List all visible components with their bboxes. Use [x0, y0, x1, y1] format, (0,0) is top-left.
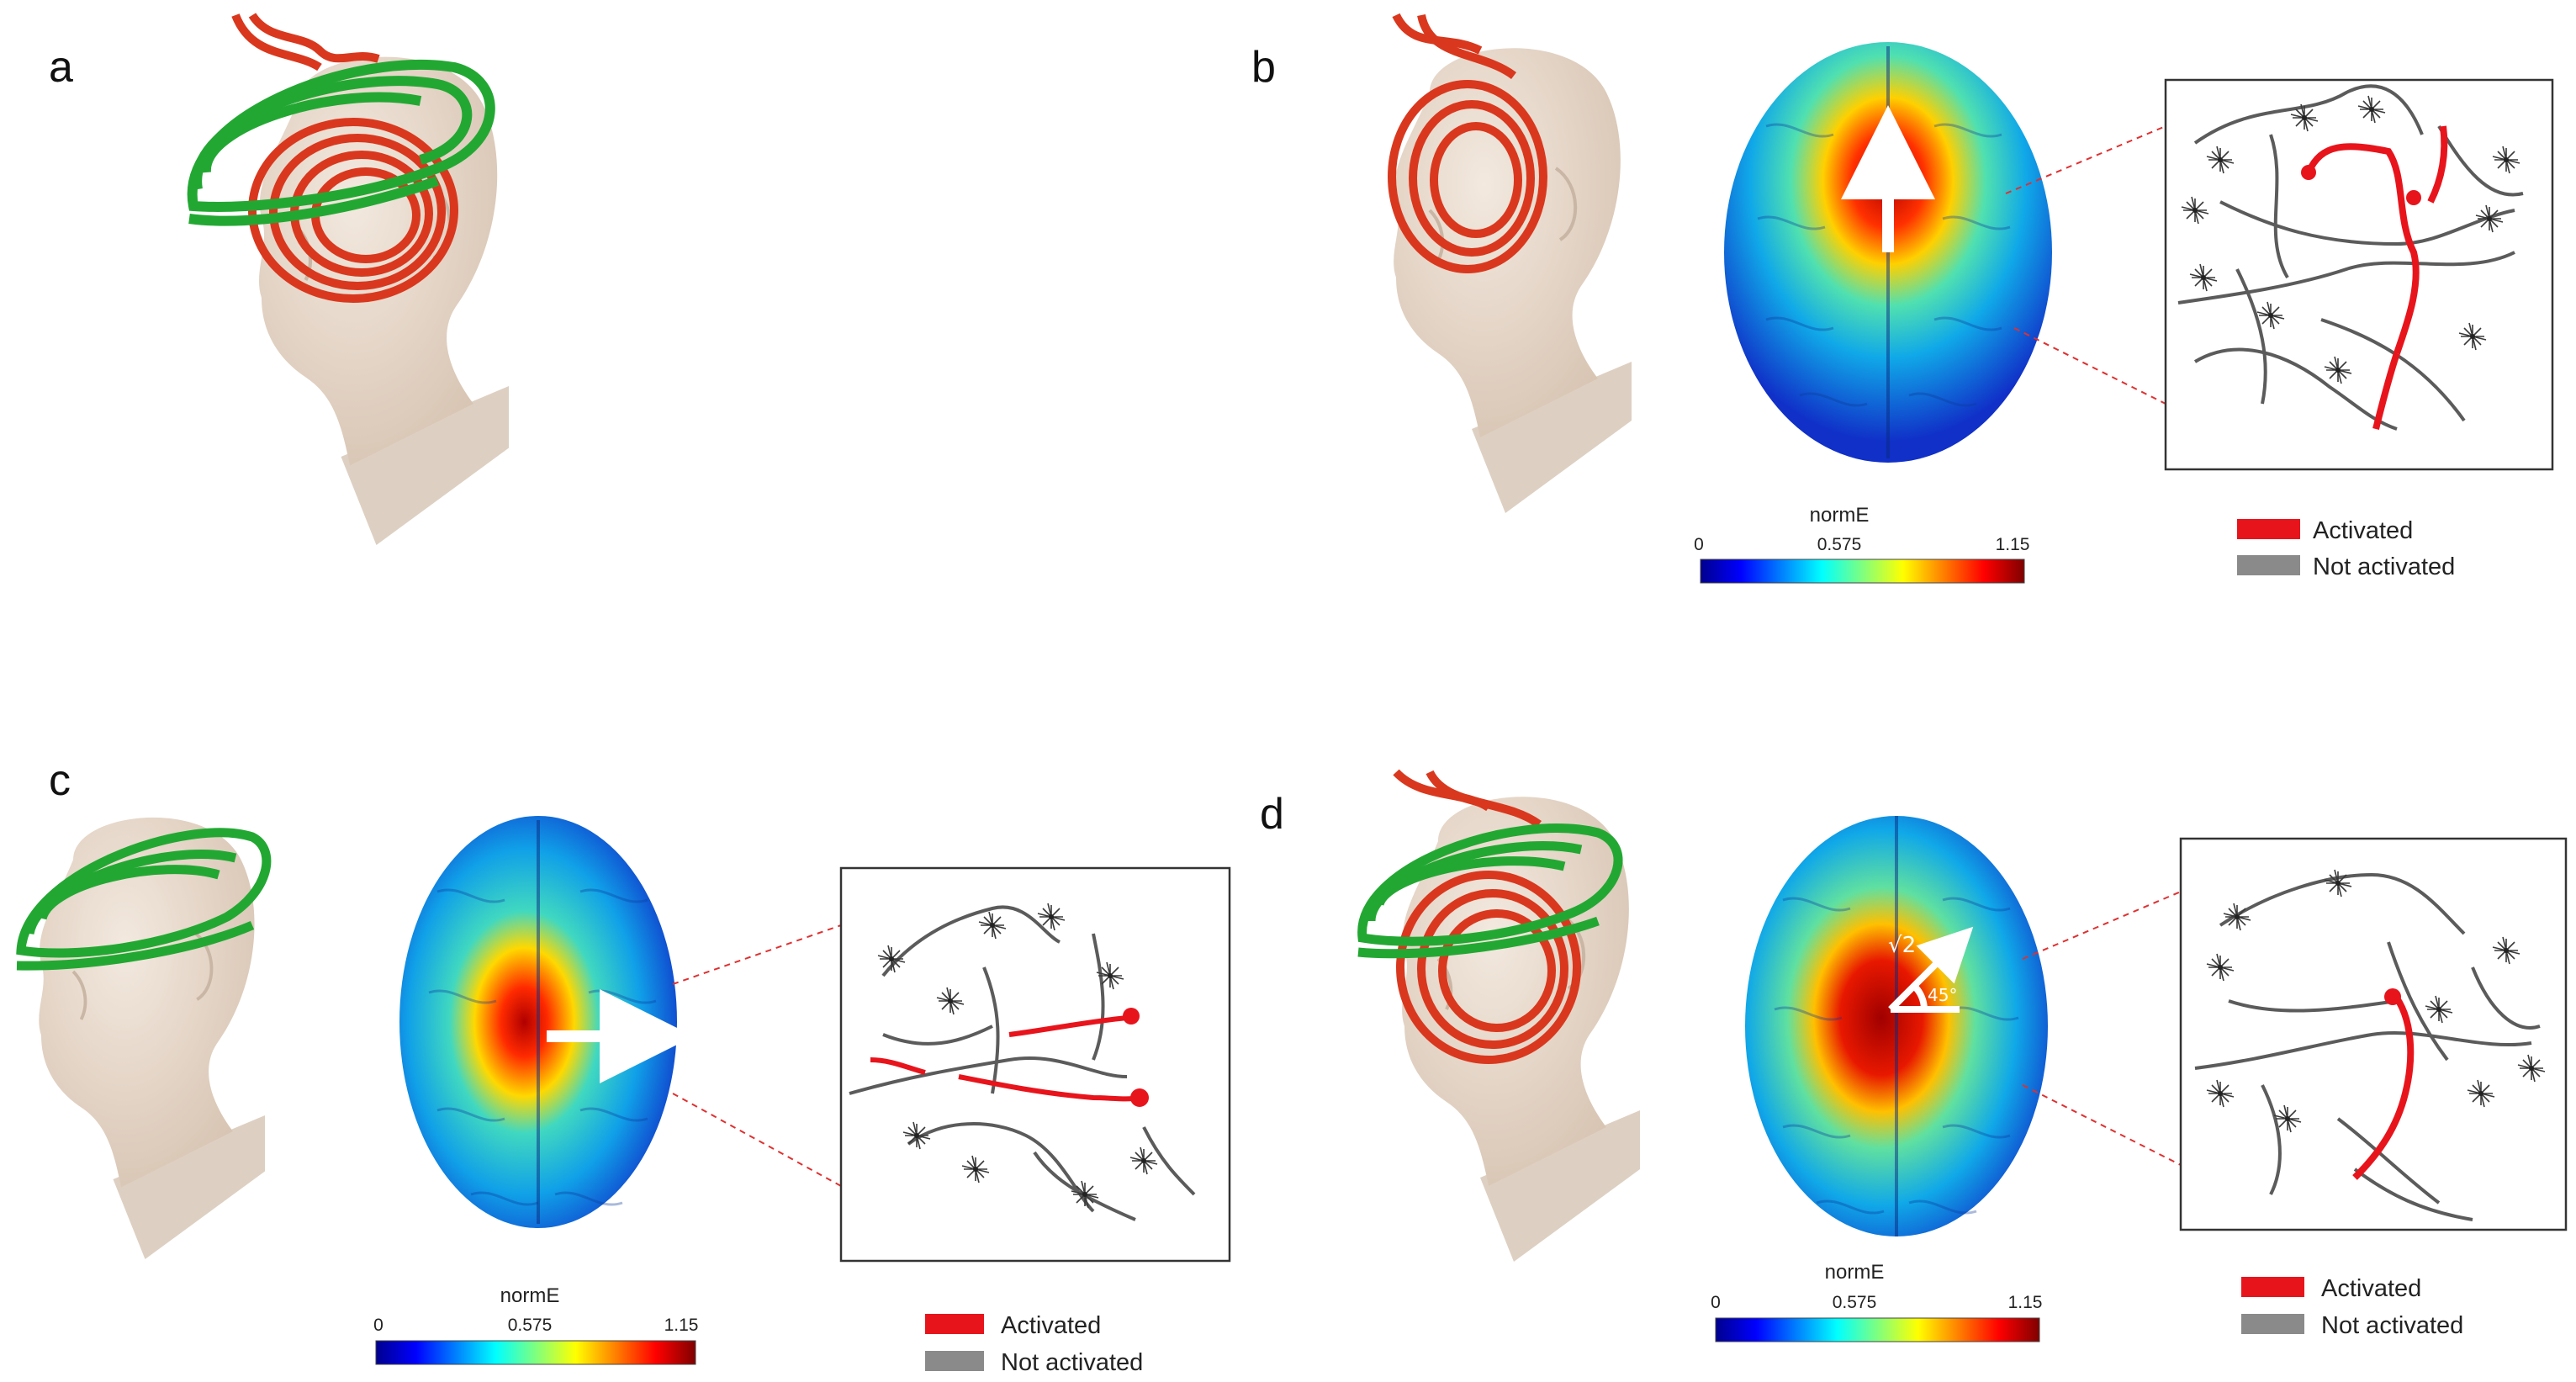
neuron-box-c: [839, 866, 1231, 1263]
legend-c-not-activated-label: Not activated: [1001, 1349, 1143, 1376]
colorbar-c-tick-mid: 0.575: [508, 1316, 553, 1335]
legend-c-activated-swatch: [925, 1314, 984, 1334]
panel-b-letter: b: [1251, 43, 1276, 92]
panel-b: b: [1251, 13, 2554, 584]
legend-d: Activated Not activated: [2241, 1275, 2463, 1339]
colorbar-c-title: normE: [500, 1284, 560, 1307]
brain-map-b: [1724, 42, 2052, 463]
red-coil-b: [1388, 13, 1547, 273]
legend-d-activated-swatch: [2241, 1277, 2304, 1297]
colorbar-c-tick-max: 1.15: [664, 1316, 699, 1335]
current-arrow-d: [1888, 926, 1974, 1013]
neuron-box-b: [2164, 78, 2554, 471]
legend-c-activated-label: Activated: [1001, 1312, 1101, 1339]
brain-map-c: [399, 816, 694, 1228]
colorbar-c: normE 0 0.575 1.15: [373, 1284, 699, 1365]
legend-b-activated-label: Activated: [2313, 517, 2413, 544]
colorbar-d-title: normE: [1825, 1261, 1885, 1284]
zoom-lines-d: [2022, 891, 2182, 1166]
panel-c-letter: c: [49, 756, 71, 805]
legend-b: Activated Not activated: [2237, 517, 2455, 580]
zoom-lines-b: [2005, 125, 2166, 405]
colorbar-b: normE 0 0.575 1.15: [1694, 504, 2030, 584]
activated-axon-b-2: [2372, 352, 2400, 430]
red-coil-d: [1393, 769, 1581, 1064]
panel-a: a: [49, 13, 509, 545]
neuron-box-d: [2179, 837, 2568, 1231]
panel-d: d: [1260, 769, 2568, 1342]
panel-a-letter: a: [49, 43, 73, 92]
legend-c: Activated Not activated: [925, 1312, 1143, 1376]
legend-d-not-activated-swatch: [2241, 1314, 2304, 1334]
legend-b-activated-swatch: [2237, 519, 2300, 539]
colorbar-b-tick-max: 1.15: [1996, 535, 2030, 554]
head-model-b: [1392, 46, 1633, 516]
colorbar-c-tick-min: 0: [373, 1316, 383, 1335]
arrow-angle-label: 45°: [1928, 985, 1957, 1005]
activated-axon-c-2: [958, 1074, 1140, 1102]
green-coil-d: [1357, 823, 1623, 959]
legend-b-not-activated-swatch: [2237, 555, 2300, 575]
zoom-lines-c: [672, 924, 842, 1187]
legend-d-not-activated-label: Not activated: [2321, 1312, 2463, 1339]
colorbar-d-tick-max: 1.15: [2008, 1293, 2043, 1312]
activated-axon-c-1: [1008, 1015, 1128, 1037]
activated-axon-b-1: [2305, 143, 2420, 355]
green-coil-a: [187, 59, 495, 226]
colorbar-b-tick-mid: 0.575: [1817, 535, 1862, 554]
legend-b-not-activated-label: Not activated: [2313, 553, 2455, 580]
colorbar-d: normE 0 0.575 1.15: [1711, 1261, 2042, 1342]
panel-c: c: [16, 756, 1231, 1376]
panel-d-letter: d: [1260, 790, 1284, 839]
brain-map-d: √2 45°: [1745, 816, 2048, 1236]
activated-axon-d-1: [2352, 990, 2415, 1180]
colorbar-d-tick-mid: 0.575: [1833, 1293, 1877, 1312]
green-coil-c: [16, 828, 272, 971]
legend-c-not-activated-swatch: [925, 1351, 984, 1371]
colorbar-d-tick-min: 0: [1711, 1293, 1721, 1312]
legend-d-activated-label: Activated: [2321, 1275, 2421, 1302]
arrow-magnitude-label: √2: [1888, 933, 1916, 958]
colorbar-b-title: normE: [1810, 504, 1870, 527]
colorbar-b-tick-min: 0: [1694, 535, 1704, 554]
activated-axon-b-3: [2427, 125, 2448, 204]
activated-axon-c-3: [870, 1057, 926, 1075]
